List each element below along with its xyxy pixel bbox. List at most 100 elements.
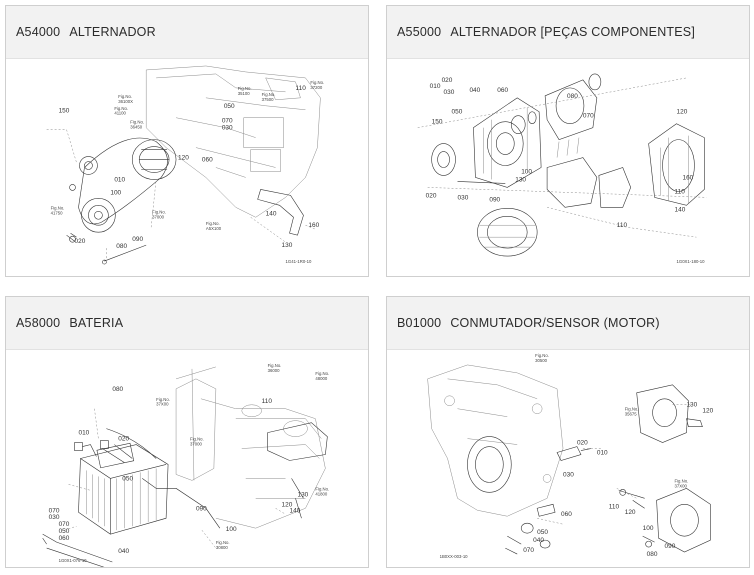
svg-text:160: 160 xyxy=(682,174,693,181)
svg-text:120: 120 xyxy=(178,155,189,162)
drawing-code: 1G41-1R0-10 xyxy=(286,259,312,264)
svg-text:040: 040 xyxy=(469,87,480,94)
svg-text:020: 020 xyxy=(118,436,129,443)
svg-text:Fig.No.: Fig.No. xyxy=(315,371,329,376)
alternator-components-exploded-diagram: 010 020 030 040 060 080 070 150 050 020 … xyxy=(417,73,707,264)
svg-text:35100: 35100 xyxy=(238,91,250,96)
svg-text:41100: 41100 xyxy=(114,111,126,116)
svg-text:Fig.No.: Fig.No. xyxy=(535,353,549,358)
card-code: A55000 xyxy=(397,25,442,39)
svg-text:110: 110 xyxy=(296,85,307,92)
svg-text:Fig.No.: Fig.No. xyxy=(156,397,170,402)
svg-text:110: 110 xyxy=(617,222,628,229)
svg-text:020: 020 xyxy=(577,440,588,447)
card-header: A58000 BATERIA xyxy=(6,297,368,350)
svg-text:030: 030 xyxy=(458,194,469,201)
svg-text:120: 120 xyxy=(677,109,688,116)
svg-text:Fig.No.: Fig.No. xyxy=(190,437,204,442)
card-title: ALTERNADOR xyxy=(69,25,156,39)
svg-text:120: 120 xyxy=(625,509,636,516)
svg-text:040: 040 xyxy=(118,548,129,555)
svg-text:110: 110 xyxy=(609,503,620,510)
card-title: ALTERNADOR [PEÇAS COMPONENTES] xyxy=(450,25,696,39)
svg-text:060: 060 xyxy=(202,157,213,164)
svg-text:090: 090 xyxy=(196,505,207,512)
catalog-card-a58000[interactable]: A58000 BATERIA xyxy=(5,296,369,568)
svg-text:010: 010 xyxy=(430,83,441,90)
svg-text:100: 100 xyxy=(226,526,237,533)
svg-text:100: 100 xyxy=(643,525,654,532)
svg-text:060: 060 xyxy=(497,87,508,94)
drawing-code: 1G0X1-076-10 xyxy=(59,558,88,563)
catalog-card-a54000[interactable]: A54000 ALTERNADOR xyxy=(5,5,369,277)
svg-text:130: 130 xyxy=(686,402,697,409)
svg-text:110: 110 xyxy=(262,398,273,405)
parts-diagram-battery[interactable]: 080 010 020 050 070 030 070 050 060 040 … xyxy=(6,349,368,567)
svg-text:010: 010 xyxy=(597,450,608,457)
svg-text:Fig.No.: Fig.No. xyxy=(315,486,329,491)
svg-text:Fig.No.: Fig.No. xyxy=(675,478,689,483)
svg-text:050: 050 xyxy=(452,109,463,116)
svg-text:100: 100 xyxy=(521,168,532,175)
parts-diagram-alternator-components[interactable]: 010 020 030 040 060 080 070 150 050 020 … xyxy=(387,58,749,276)
svg-text:070: 070 xyxy=(49,507,60,514)
parts-diagram-alternator[interactable]: 150 010 100 090 080 020 070 030 060 120 … xyxy=(6,58,368,276)
svg-text:130: 130 xyxy=(297,491,308,498)
svg-text:37000: 37000 xyxy=(152,214,164,219)
svg-text:080: 080 xyxy=(647,551,658,558)
svg-text:Fig.No.: Fig.No. xyxy=(152,209,166,214)
svg-text:120: 120 xyxy=(702,408,713,415)
parts-diagram-switch-sensor[interactable]: 020 010 030 060 050 040 070 130 120 110 … xyxy=(387,349,749,567)
svg-text:36000: 36000 xyxy=(268,368,280,373)
card-header: B01000 CONMUTADOR/SENSOR (MOTOR) xyxy=(387,297,749,350)
switch-sensor-exploded-diagram: 020 010 030 060 050 040 070 130 120 110 … xyxy=(427,353,714,559)
svg-text:060: 060 xyxy=(561,511,572,518)
svg-text:030: 030 xyxy=(222,125,233,132)
svg-text:100: 100 xyxy=(110,189,121,196)
svg-text:Fig.No.: Fig.No. xyxy=(238,86,252,91)
svg-text:35675: 35675 xyxy=(625,412,637,417)
svg-text:060: 060 xyxy=(59,535,70,542)
svg-text:Fig.No.: Fig.No. xyxy=(130,120,144,125)
svg-text:110: 110 xyxy=(675,188,686,195)
svg-text:050: 050 xyxy=(224,103,235,110)
svg-text:070: 070 xyxy=(583,113,594,120)
svg-text:020: 020 xyxy=(75,238,86,245)
alternator-exploded-diagram: 150 010 100 090 080 020 070 030 060 120 … xyxy=(46,65,324,265)
svg-text:150: 150 xyxy=(432,119,443,126)
svg-text:Fig.No.: Fig.No. xyxy=(216,540,230,545)
svg-text:010: 010 xyxy=(114,176,125,183)
card-header: A54000 ALTERNADOR xyxy=(6,6,368,59)
catalog-card-a55000[interactable]: A55000 ALTERNADOR [PEÇAS COMPONENTES] xyxy=(386,5,750,277)
svg-text:Fig.No.: Fig.No. xyxy=(51,205,65,210)
svg-text:020: 020 xyxy=(442,77,453,84)
svg-text:030: 030 xyxy=(444,89,455,96)
svg-text:41800: 41800 xyxy=(315,491,327,496)
svg-text:040: 040 xyxy=(533,537,544,544)
svg-text:070: 070 xyxy=(222,118,233,125)
battery-exploded-diagram: 080 010 020 050 070 030 070 050 060 040 … xyxy=(42,363,329,567)
svg-text:160: 160 xyxy=(308,222,319,229)
svg-text:Fig.No.: Fig.No. xyxy=(206,221,220,226)
svg-text:Fig.No.: Fig.No. xyxy=(268,363,282,368)
svg-text:020: 020 xyxy=(426,192,437,199)
svg-text:30800: 30800 xyxy=(216,545,228,550)
svg-text:030: 030 xyxy=(563,471,574,478)
svg-text:070: 070 xyxy=(523,547,534,554)
svg-text:050: 050 xyxy=(122,475,133,482)
drawing-code: 1B0XX-003-10 xyxy=(440,554,469,559)
svg-text:A5X100: A5X100 xyxy=(206,226,222,231)
svg-text:36450: 36450 xyxy=(130,125,142,130)
svg-text:140: 140 xyxy=(266,210,277,217)
svg-text:37X00: 37X00 xyxy=(675,483,688,488)
svg-text:30500: 30500 xyxy=(535,358,547,363)
svg-text:050: 050 xyxy=(537,529,548,536)
svg-text:140: 140 xyxy=(290,507,301,514)
svg-text:080: 080 xyxy=(112,386,123,393)
card-code: B01000 xyxy=(397,316,442,330)
catalog-card-b01000[interactable]: B01000 CONMUTADOR/SENSOR (MOTOR) xyxy=(386,296,750,568)
card-header: A55000 ALTERNADOR [PEÇAS COMPONENTES] xyxy=(387,6,749,59)
card-title: BATERIA xyxy=(69,316,124,330)
svg-text:080: 080 xyxy=(567,93,578,100)
svg-text:090: 090 xyxy=(132,236,143,243)
